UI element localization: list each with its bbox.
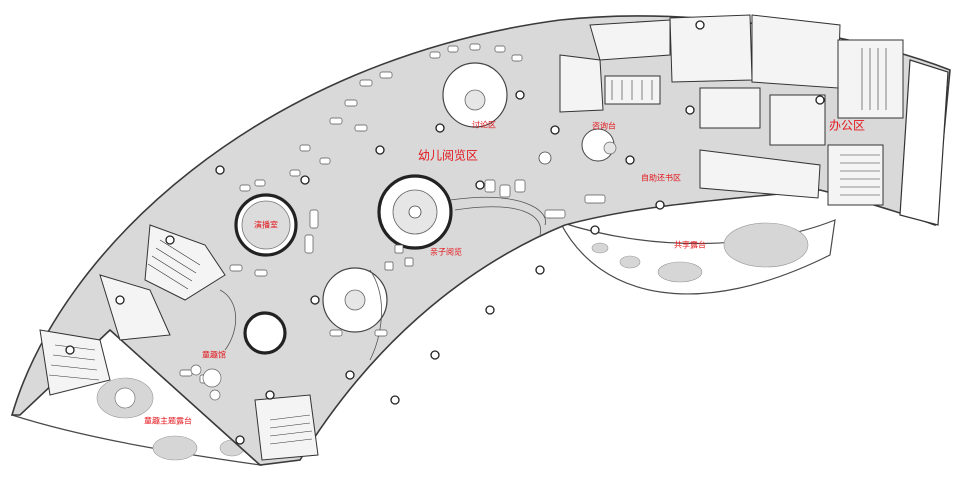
label-fun-theme-terrace: 童趣主题露台 xyxy=(144,416,192,426)
office-wing xyxy=(559,14,949,226)
label-fun-hall: 童趣馆 xyxy=(202,350,226,360)
label-shared-terrace: 共享露台 xyxy=(674,240,706,250)
shared-terrace xyxy=(558,219,836,295)
consultation-desk xyxy=(538,128,617,165)
parent-child-ring xyxy=(322,196,546,361)
label-performance-room: 演播室 xyxy=(254,220,278,230)
label-discussion: 讨论区 xyxy=(472,120,496,130)
label-self-return: 自助还书区 xyxy=(641,173,681,183)
label-children-reading: 幼儿阅览区 xyxy=(418,148,478,163)
left-wing xyxy=(39,224,319,461)
central-reading-core xyxy=(377,174,453,250)
fun-hall-features xyxy=(190,289,237,401)
label-office: 办公区 xyxy=(829,118,865,133)
discussion-ring xyxy=(442,62,508,128)
small-round-room xyxy=(243,311,287,355)
label-consultation: 咨询台 xyxy=(592,121,616,131)
label-parent-child-reading: 亲子阅览 xyxy=(430,247,462,257)
performance-room xyxy=(234,193,298,257)
columns xyxy=(65,20,825,445)
